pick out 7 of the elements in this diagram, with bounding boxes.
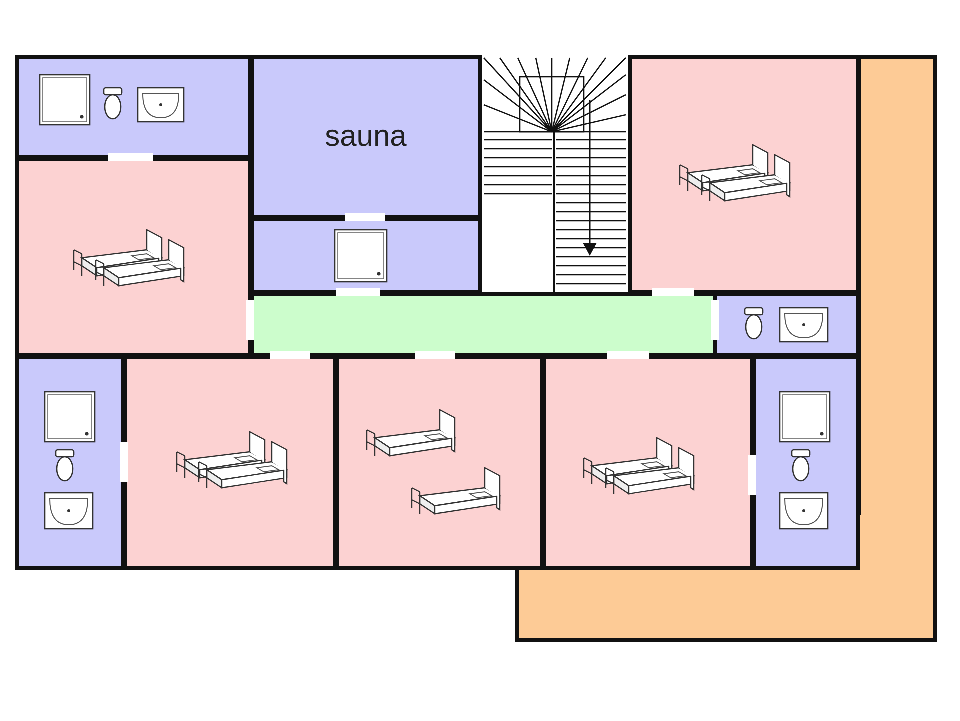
sauna-room [250,55,482,219]
bedroom [123,355,337,570]
bedroom [542,355,754,570]
room-name: sauna [324,120,408,154]
bedroom [15,157,252,357]
bedroom [335,355,544,570]
bedroom [628,55,860,294]
